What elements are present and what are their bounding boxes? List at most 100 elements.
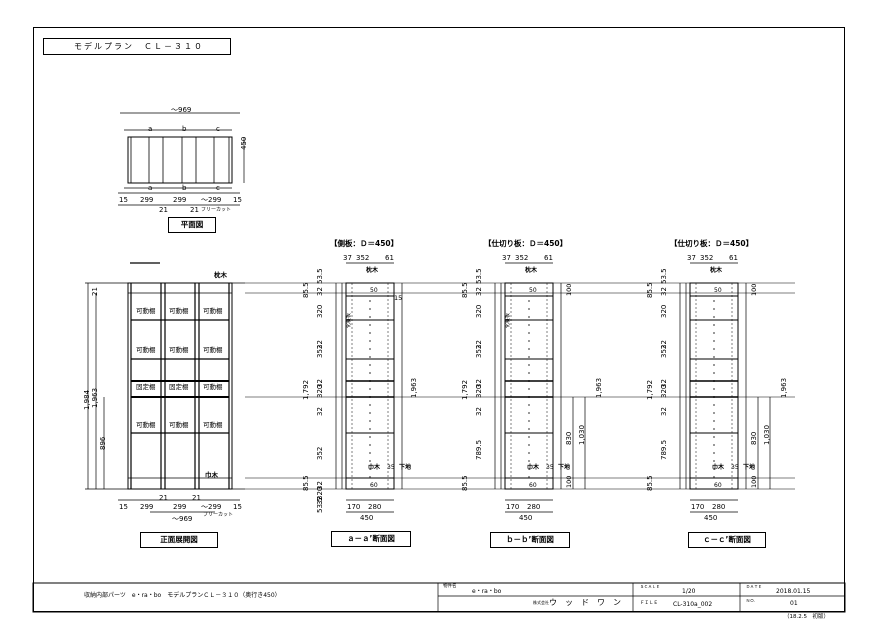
section-a-side-note: 化粧板	[346, 312, 352, 328]
section-c-bottom-dim-1: 170	[691, 503, 705, 511]
section-c-left-dim-bottom: 85.5	[646, 475, 654, 491]
section-c-top-dim-1: 37	[687, 254, 696, 262]
tb-scale: 1/20	[682, 588, 696, 595]
front-shelf-label-4: 可動棚	[136, 346, 156, 354]
plan-cut-c-top: c	[216, 125, 220, 133]
section-c-right-dim-3: 830	[750, 431, 758, 445]
section-b-right-dim-2: 1,963	[595, 377, 603, 398]
section-c-inner-1: 50	[714, 287, 722, 294]
tb-file: CL-310a_002	[673, 601, 713, 608]
section-a-inner-1: 50	[370, 287, 378, 294]
plan-cut-b-bottom: b	[182, 184, 187, 192]
section-a-label-skirting: 巾木	[368, 464, 381, 471]
section-a-bottom-width: 450	[360, 514, 374, 522]
section-a-right-dim-2: 1,963	[410, 377, 418, 398]
front-offset-2: 21	[192, 494, 201, 502]
section-outline	[689, 282, 739, 490]
section-a-stack-dim-5: 352	[316, 344, 324, 358]
tb-no-label: ＮＯ.	[746, 598, 756, 603]
section-c-header: 【仕切り板：Ｄ＝450】	[670, 239, 754, 248]
section-b-stack-dim-3: 320	[475, 304, 483, 318]
section-c-label-sleeper: 枕木	[710, 267, 723, 274]
section-outline	[504, 282, 554, 490]
section-b-right-dim-1: 100	[565, 283, 573, 296]
section-c-right-dim-5: 100	[750, 475, 758, 488]
tb-no: 01	[790, 600, 798, 607]
section-c-left-dim-mid: 1,792	[646, 379, 654, 400]
front-dim-4: ～299	[201, 503, 222, 511]
front-shelf-label-9: 可動棚	[169, 421, 189, 429]
plan-offset-1: 21	[159, 206, 168, 214]
section-a-inner-3: 35	[387, 464, 395, 471]
section-b-right-dim-5: 100	[565, 475, 573, 488]
plan-caption: 平面図	[168, 217, 216, 233]
section-c-right-dim-1: 100	[750, 283, 758, 296]
section-c-caption: ｃ－ｃ’断面図	[688, 532, 766, 548]
front-fixed-label-1: 固定棚	[136, 383, 156, 391]
front-top-offset: 21	[91, 287, 99, 296]
front-shelf-label-10: 可動棚	[203, 421, 223, 429]
section-a-stack-dim-3: 320	[316, 304, 324, 318]
front-offset-1: 21	[159, 494, 168, 502]
front-height-inner: 1,963	[91, 387, 99, 408]
section-b-stack-dim-1: 53.5	[475, 268, 483, 284]
section-c-inner-3: 35	[731, 464, 739, 471]
front-dim-5: 15	[233, 503, 242, 511]
section-c-stack-dim-7: 320	[660, 384, 668, 398]
front-label-sleeper: 枕木	[214, 271, 227, 279]
section-b-right-dim-3: 830	[565, 431, 573, 445]
tb-revision: （18.2.5 初版）	[784, 614, 829, 620]
front-label-skirting: 巾木	[205, 471, 218, 479]
section-c-bottom-width: 450	[704, 514, 718, 522]
plan-width: ～969	[171, 106, 192, 114]
section-a-stack-dim-1: 53.5	[316, 268, 324, 284]
front-height-total: 1,984	[83, 389, 91, 410]
front-shelf-label-8: 可動棚	[136, 421, 156, 429]
section-b-left-dim-bottom: 85.5	[461, 475, 469, 491]
section-b-header: 【仕切り板：Ｄ＝450】	[484, 239, 568, 248]
plan-free-cut: フリーカット	[201, 207, 232, 213]
section-c-stack-dim-2: 32	[660, 287, 668, 296]
section-b-bottom-dim-1: 170	[506, 503, 520, 511]
section-a-bottom-dim-2: 280	[368, 503, 382, 511]
front-shelf-label-7: 可動棚	[203, 383, 223, 391]
section-c-inner-2: 60	[714, 482, 722, 489]
section-a-label-sleeper: 枕木	[366, 267, 379, 274]
front-dim-3: 299	[173, 503, 187, 511]
front-free-cut: フリーカット	[203, 512, 234, 518]
plan-cut-a-bottom: a	[148, 184, 153, 192]
section-b-stack-dim-8: 32	[475, 407, 483, 416]
plan-offset-2: 21	[190, 206, 199, 214]
front-lower-height: 896	[99, 436, 107, 450]
plan-outline	[127, 136, 233, 184]
section-a-top-dim-1: 37	[343, 254, 352, 262]
section-a-left-dim-mid: 1,792	[302, 379, 310, 400]
section-a-left-dim-top: 85.5	[302, 282, 310, 298]
section-b-stack-dim-7: 320	[475, 384, 483, 398]
section-c-right-dim-2: 1,963	[780, 377, 788, 398]
section-b-inner-1: 50	[529, 287, 537, 294]
tb-product-label: 物件名	[443, 584, 457, 589]
section-b-stack-dim-9: 789.5	[475, 439, 483, 460]
front-width: ～969	[172, 515, 193, 523]
tb-file-label: ＦＩＬＥ	[640, 601, 658, 606]
section-a-top-dim-2: 352	[356, 254, 370, 262]
section-b-caption: ｂ－ｂ’断面図	[490, 532, 570, 548]
front-fixed-label-2: 固定棚	[169, 383, 189, 391]
section-c-label-skirting: 巾木	[712, 464, 725, 471]
section-b-top-dim-2: 352	[515, 254, 529, 262]
section-b-left-dim-top: 85.5	[461, 282, 469, 298]
front-dim-1: 15	[119, 503, 128, 511]
plan-cut-b-top: b	[182, 125, 187, 133]
front-shelf-label-2: 可動棚	[169, 307, 189, 315]
tb-date-label: ＤＡＴＥ	[746, 584, 762, 589]
section-a-label-base: 下地	[399, 464, 412, 471]
section-c-top-dim-2: 352	[700, 254, 714, 262]
section-c-stack-dim-5: 352	[660, 344, 668, 358]
plan-dim-1: 15	[119, 196, 128, 204]
section-a-caption: ａ－ａ’断面図	[331, 531, 411, 547]
section-a-inner-2: 60	[370, 482, 378, 489]
section-a-stack-dim-7: 320	[316, 384, 324, 398]
